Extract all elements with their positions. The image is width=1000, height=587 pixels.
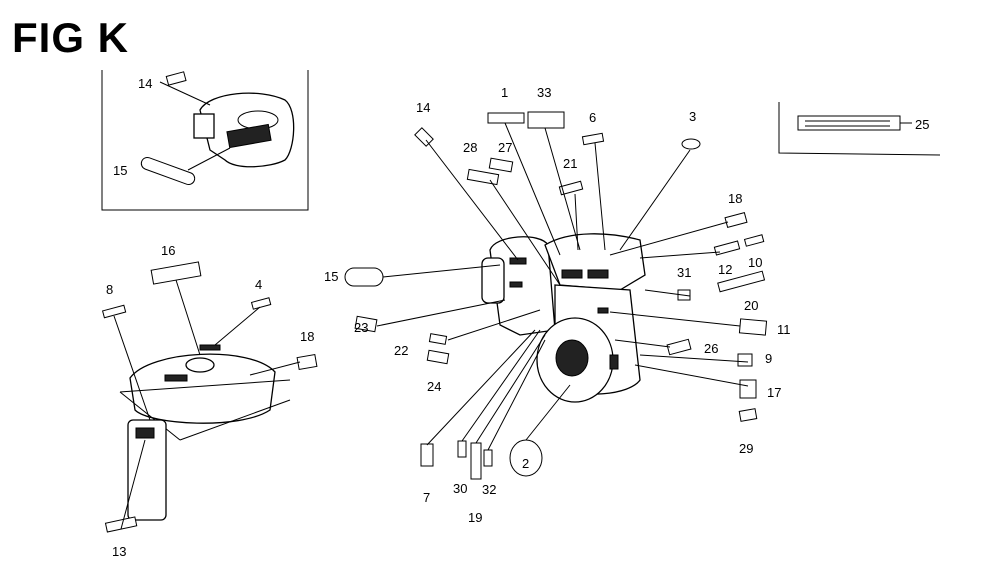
callout-7: 7 xyxy=(423,490,430,505)
callout-32: 32 xyxy=(482,482,496,497)
callout-17: 17 xyxy=(767,385,781,400)
callout-27: 27 xyxy=(498,140,512,155)
decal-25-box xyxy=(778,102,941,156)
callout-20: 20 xyxy=(744,298,758,313)
callout-22: 22 xyxy=(394,343,408,358)
callout-2: 2 xyxy=(522,456,529,471)
callout-18: 18 xyxy=(728,191,742,206)
engine xyxy=(481,233,646,403)
callout-33: 33 xyxy=(537,85,551,100)
callout-9: 9 xyxy=(765,351,772,366)
callout-26: 26 xyxy=(704,341,718,356)
callout-18-tank: 18 xyxy=(300,329,314,344)
callout-19: 19 xyxy=(468,510,482,525)
callout-30: 30 xyxy=(453,481,467,496)
callout-11: 11 xyxy=(777,322,791,337)
callout-4: 4 xyxy=(255,277,262,292)
callout-3: 3 xyxy=(689,109,696,124)
callout-10: 10 xyxy=(748,255,762,270)
callout-14-inset: 14 xyxy=(138,76,152,91)
callout-15: 15 xyxy=(324,269,338,284)
callout-1: 1 xyxy=(501,85,508,100)
figure-title: FIG K xyxy=(12,14,129,61)
fuel-tank xyxy=(101,261,318,533)
callout-6: 6 xyxy=(589,110,596,125)
callout-23: 23 xyxy=(354,320,368,335)
engine-decals xyxy=(344,111,768,480)
callout-25: 25 xyxy=(915,117,929,132)
callout-15-inset: 15 xyxy=(113,163,127,178)
callout-21: 21 xyxy=(563,156,577,171)
air-cleaner-inset xyxy=(101,70,309,211)
callout-13: 13 xyxy=(112,544,126,559)
callout-14: 14 xyxy=(416,100,430,115)
callout-16: 16 xyxy=(161,243,175,258)
callout-31: 31 xyxy=(677,265,691,280)
callout-8: 8 xyxy=(106,282,113,297)
callout-24: 24 xyxy=(427,379,441,394)
callout-29: 29 xyxy=(739,441,753,456)
callout-28: 28 xyxy=(463,140,477,155)
callout-12: 12 xyxy=(718,262,732,277)
